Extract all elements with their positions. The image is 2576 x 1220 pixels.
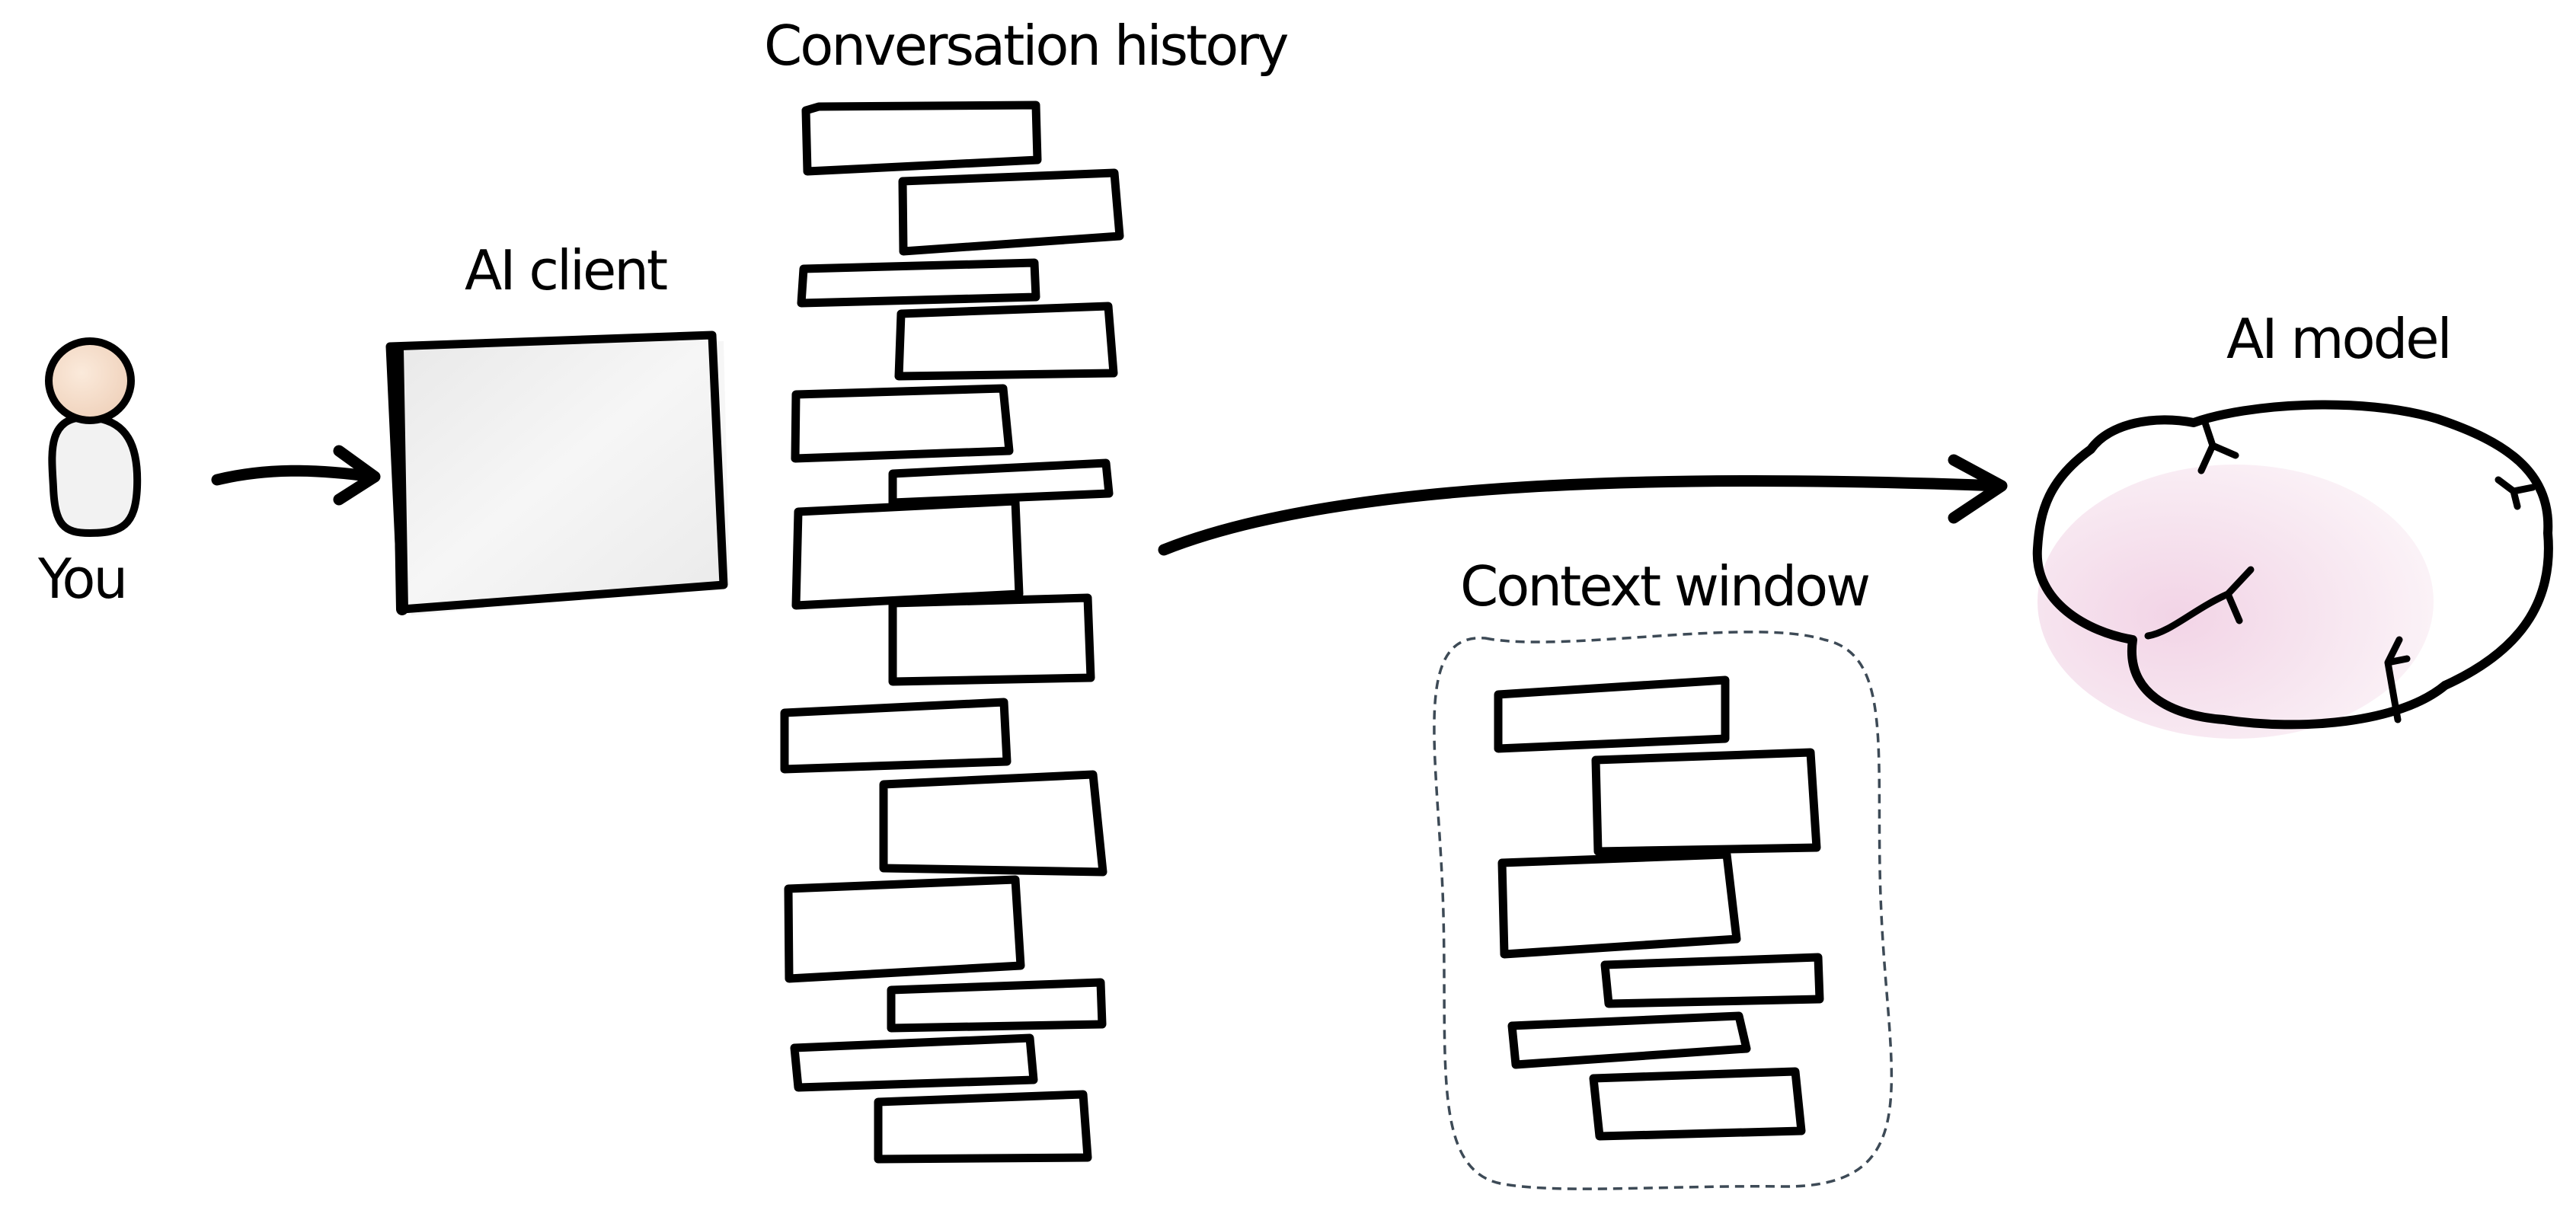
ai-model-label: AI model [2226,307,2450,371]
history-message [874,1090,1092,1164]
history-message [791,497,1024,610]
conversation-history-label: Conversation history [764,14,1288,78]
history-message [790,1033,1038,1092]
context-message [1600,953,1824,1008]
context-message [1494,675,1730,753]
history-message [879,770,1107,877]
context-window [1433,631,1894,1190]
history-message [898,168,1124,256]
context-message [1497,850,1741,959]
history-message [797,258,1040,308]
person-icon [45,337,142,538]
history-message [784,875,1025,983]
history-message [791,384,1014,463]
context-message [1589,1067,1806,1141]
history-message [887,978,1107,1033]
history-message [801,101,1042,176]
arrow-you-to-client [211,445,381,506]
ai-client-label: AI client [465,238,667,302]
history-message [894,302,1118,381]
you-label: You [37,547,126,611]
arrow-to-model [1158,454,2008,556]
window-icon [385,331,730,615]
history-message [888,593,1095,686]
brain-icon [2032,400,2553,739]
context-message [1591,748,1821,856]
context-window-label: Context window [1460,554,1868,618]
context-message [1507,1011,1751,1069]
history-message [780,698,1012,774]
conversation-history-stack [780,101,1124,1164]
history-message [888,458,1114,507]
